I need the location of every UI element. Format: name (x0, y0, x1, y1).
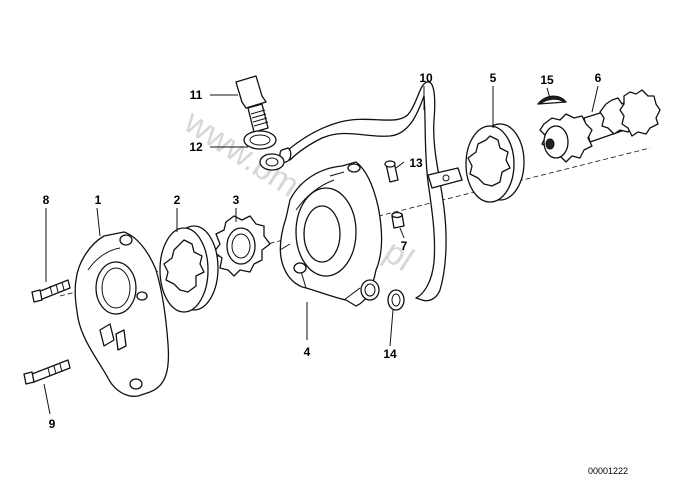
label-10: 10 (419, 71, 433, 85)
outer-rotor-right (465, 123, 525, 203)
dowel-pin (391, 211, 405, 229)
label-15: 15 (540, 73, 554, 87)
small-bolt (384, 160, 399, 183)
drive-shaft (539, 89, 661, 163)
label-2: 2 (174, 193, 181, 207)
pipe-nut (259, 153, 285, 171)
oil-pipe (279, 81, 463, 302)
label-6: 6 (595, 71, 602, 85)
pump-housing (279, 161, 383, 307)
leader-lines (43, 85, 599, 415)
label-12: 12 (189, 140, 203, 154)
cover-plate (74, 231, 170, 397)
label-7: 7 (401, 239, 408, 253)
bolt-lower (23, 359, 71, 385)
outer-rotor-left (159, 225, 219, 313)
o-ring (387, 289, 405, 311)
label-14: 14 (383, 347, 397, 361)
inner-rotor (213, 215, 271, 277)
part-number-labels: 1 2 3 4 5 6 7 8 9 10 11 12 13 14 15 (43, 71, 602, 431)
label-13: 13 (409, 156, 423, 170)
label-11: 11 (190, 88, 203, 102)
drawing-code: 00001222 (588, 466, 628, 476)
banjo-bolt (235, 75, 269, 133)
woodruff-key (536, 95, 568, 105)
bolt-upper (31, 279, 71, 303)
seal-ring (243, 130, 277, 150)
label-8: 8 (43, 193, 50, 207)
label-4: 4 (304, 345, 311, 359)
label-9: 9 (49, 417, 56, 431)
label-1: 1 (95, 193, 102, 207)
label-3: 3 (233, 193, 240, 207)
label-5: 5 (490, 71, 497, 85)
